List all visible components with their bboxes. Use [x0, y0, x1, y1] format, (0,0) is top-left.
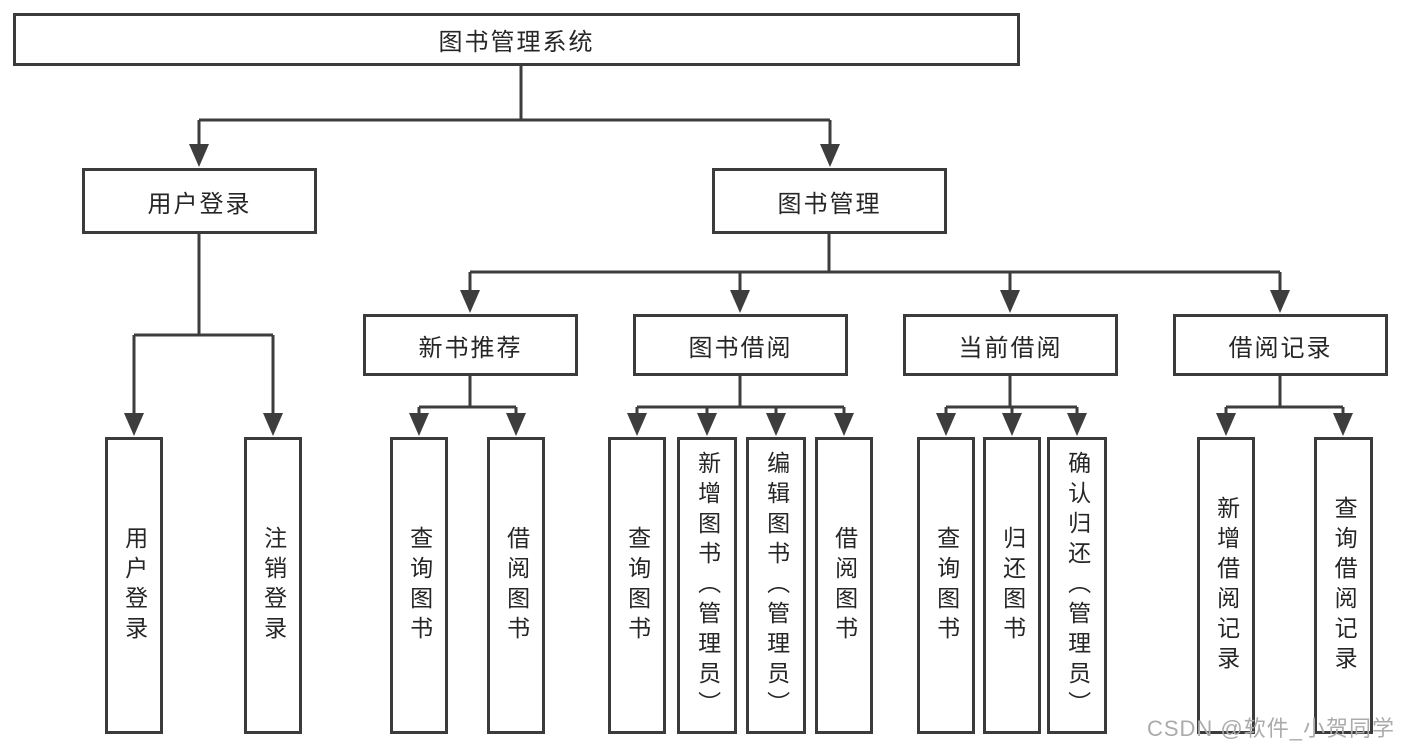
- arrowhead-icon: [263, 413, 283, 436]
- arrowhead-icon: [1000, 290, 1020, 313]
- arrowhead-icon: [1333, 413, 1353, 436]
- arrowhead-icon: [460, 290, 480, 313]
- connector-lines: [132, 66, 1345, 415]
- leaf-label: 查询图书: [624, 525, 651, 646]
- node-book-management: 图书管理: [712, 168, 947, 234]
- connector-arrowheads: [124, 144, 1353, 436]
- node-new-book-recommend: 新书推荐: [363, 314, 578, 376]
- node-book-borrow: 图书借阅: [633, 314, 848, 376]
- leaf-confirm-return-admin: 确认归还（管理员）: [1047, 437, 1107, 734]
- connector-book-borrow: [635, 376, 846, 415]
- arrowhead-icon: [189, 144, 209, 167]
- leaf-label: 借阅图书: [831, 525, 858, 646]
- arrowhead-icon: [124, 413, 144, 436]
- arrowhead-icon: [1002, 413, 1022, 436]
- leaf-query-books-newbook: 查询图书: [390, 437, 448, 734]
- leaf-label: 用户登录: [121, 525, 148, 646]
- leaf-query-books-borrow: 查询图书: [608, 437, 666, 734]
- node-root: 图书管理系统: [13, 13, 1020, 66]
- arrowhead-icon: [730, 290, 750, 313]
- leaf-label: 新增图书（管理员）: [694, 450, 721, 721]
- leaf-return-books: 归还图书: [983, 437, 1041, 734]
- node-user-login: 用户登录: [82, 168, 317, 234]
- leaf-query-books-current: 查询图书: [917, 437, 975, 734]
- leaf-edit-books-admin: 编辑图书（管理员）: [746, 437, 806, 734]
- arrowhead-icon: [1216, 413, 1236, 436]
- arrowhead-icon: [627, 413, 647, 436]
- node-borrow-records-label: 借阅记录: [1228, 334, 1333, 362]
- leaf-label: 查询图书: [933, 525, 960, 646]
- connector-new-book: [417, 376, 518, 415]
- connector-book-management: [468, 234, 1282, 292]
- arrowhead-icon: [766, 413, 786, 436]
- leaf-add-books-admin: 新增图书（管理员）: [677, 437, 737, 734]
- leaf-label: 注销登录: [260, 525, 287, 646]
- leaf-borrow-books-borrow: 借阅图书: [815, 437, 873, 734]
- connector-user-login: [132, 234, 275, 415]
- arrowhead-icon: [409, 413, 429, 436]
- node-root-label: 图书管理系统: [438, 29, 595, 56]
- leaf-label: 归还图书: [999, 525, 1026, 646]
- node-new-book-recommend-label: 新书推荐: [418, 334, 523, 362]
- leaf-borrow-books-newbook: 借阅图书: [487, 437, 545, 734]
- node-book-management-label: 图书管理: [777, 190, 882, 218]
- connector-current-borrow: [944, 376, 1079, 415]
- leaf-label: 借阅图书: [503, 525, 530, 646]
- watermark-text: CSDN @软件_小贺同学: [1146, 716, 1395, 741]
- leaf-label: 编辑图书（管理员）: [763, 450, 790, 721]
- leaf-label: 查询图书: [406, 525, 433, 646]
- leaf-label: 查询借阅记录: [1331, 495, 1358, 676]
- arrowhead-icon: [834, 413, 854, 436]
- arrowhead-icon: [506, 413, 526, 436]
- leaf-add-borrow-record: 新增借阅记录: [1197, 437, 1255, 734]
- connector-root: [197, 66, 832, 146]
- node-current-borrow-label: 当前借阅: [958, 334, 1063, 362]
- leaf-label: 确认归还（管理员）: [1064, 450, 1091, 721]
- connector-borrow-records: [1224, 376, 1345, 415]
- node-borrow-records: 借阅记录: [1173, 314, 1388, 376]
- arrowhead-icon: [936, 413, 956, 436]
- leaf-query-borrow-record: 查询借阅记录: [1314, 437, 1373, 734]
- arrowhead-icon: [1067, 413, 1087, 436]
- leaf-logout: 注销登录: [244, 437, 302, 734]
- arrowhead-icon: [1270, 290, 1290, 313]
- node-book-borrow-label: 图书借阅: [688, 334, 793, 362]
- arrowhead-icon: [820, 144, 840, 167]
- node-user-login-label: 用户登录: [147, 190, 252, 218]
- leaf-user-login: 用户登录: [105, 437, 163, 734]
- leaf-label: 新增借阅记录: [1213, 495, 1240, 676]
- arrowhead-icon: [697, 413, 717, 436]
- node-current-borrow: 当前借阅: [903, 314, 1118, 376]
